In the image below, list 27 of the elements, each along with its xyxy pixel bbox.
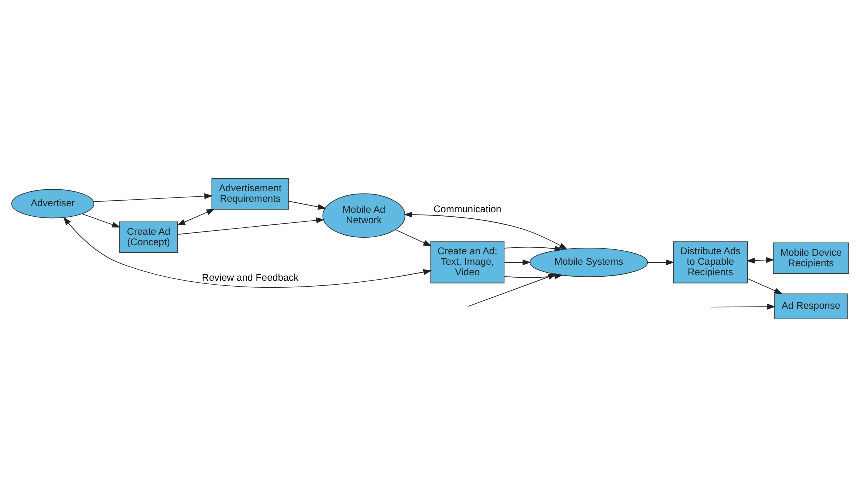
arrow xyxy=(504,245,564,252)
node-ellipse: Mobile Ad Network xyxy=(322,193,406,238)
arrow xyxy=(404,211,568,250)
arrow xyxy=(288,200,327,210)
node-box: Create an Ad: Text, Image, Video xyxy=(430,241,505,284)
arrow xyxy=(395,229,432,246)
node-ellipse: Mobile Systems xyxy=(530,247,648,277)
arrow xyxy=(177,208,216,226)
node-box: Advertisement Requirements xyxy=(212,178,290,210)
node-box: Distribute Ads to Capable Recipients xyxy=(673,241,748,284)
edge-label: Review and Feedback xyxy=(202,272,299,284)
arrow xyxy=(746,256,775,264)
node-box: Create Ad (Concept) xyxy=(120,221,178,253)
arrow xyxy=(468,274,557,306)
arrow xyxy=(648,259,675,266)
node-ellipse: Advertiser xyxy=(12,188,95,218)
node-box: Ad Response xyxy=(774,293,848,320)
arrow xyxy=(711,304,776,310)
edge-label: Communication xyxy=(434,204,502,215)
arrow xyxy=(93,192,214,202)
arrow xyxy=(82,213,121,228)
arrow xyxy=(178,217,325,234)
arrow xyxy=(747,278,783,294)
arrow xyxy=(504,273,564,280)
arrow xyxy=(504,259,532,266)
arrow xyxy=(63,216,432,288)
node-box: Mobile Device Recipients xyxy=(773,242,850,274)
